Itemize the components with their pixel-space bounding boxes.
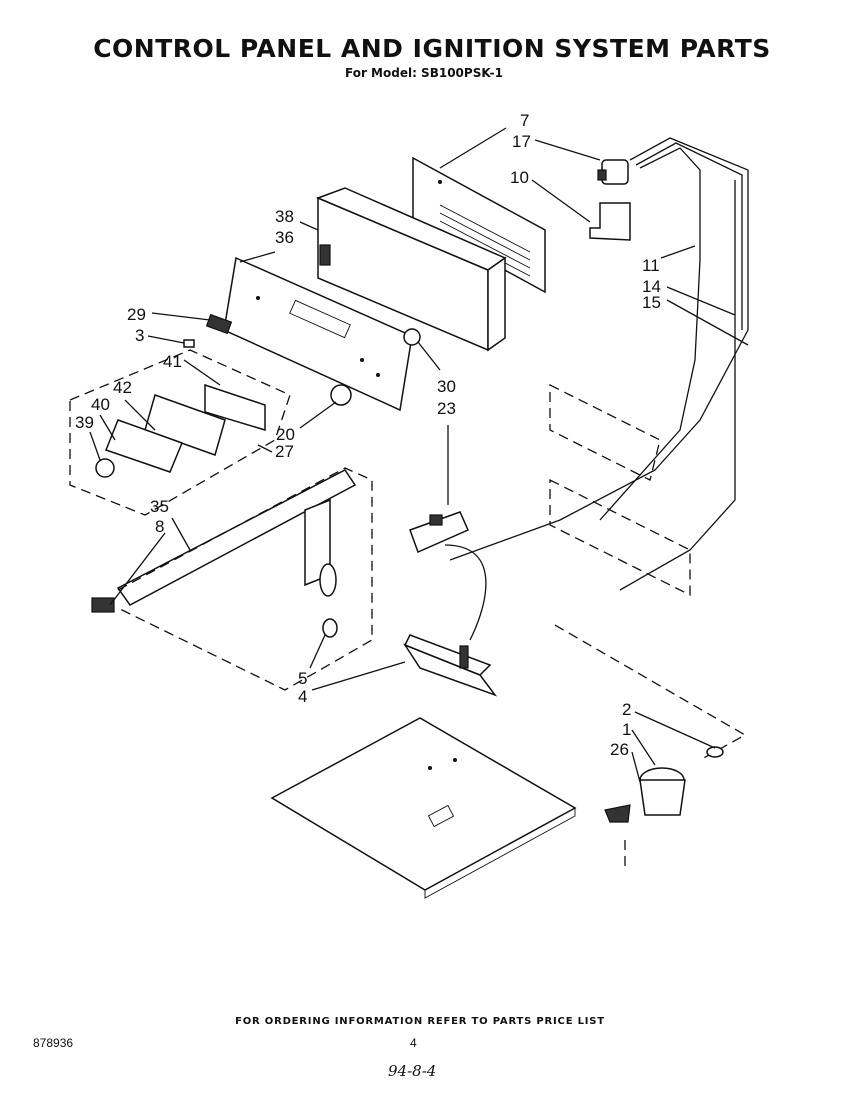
callout-23: 23 <box>437 399 456 418</box>
leader-lines <box>89 127 749 783</box>
callout-26: 26 <box>610 740 629 759</box>
document-number: 878936 <box>33 1036 74 1050</box>
callout-11: 11 <box>642 256 660 275</box>
callout-30: 30 <box>437 377 456 396</box>
callout-41: 41 <box>163 352 182 371</box>
callout-36: 36 <box>275 228 294 247</box>
clock-assembly <box>95 383 266 478</box>
spark-module <box>403 634 498 697</box>
callout-20: 20 <box>276 425 295 444</box>
callout-7: 7 <box>520 111 529 130</box>
callout-3: 3 <box>135 326 144 345</box>
mounting-bracket <box>589 202 631 241</box>
clock-group-outline <box>69 349 291 516</box>
control-panel-front <box>223 256 413 412</box>
control-knob <box>330 328 421 406</box>
callout-29: 29 <box>127 305 146 324</box>
ignitor <box>409 511 469 554</box>
callout-1: 1 <box>622 720 631 739</box>
callout-labels: 7 17 10 11 14 15 38 36 29 3 41 42 40 39 … <box>75 111 661 759</box>
wire-harness <box>449 137 749 591</box>
callout-5: 5 <box>298 669 307 688</box>
callout-4: 4 <box>298 687 307 706</box>
callout-39: 39 <box>75 413 94 432</box>
side-panel-outline <box>549 383 661 481</box>
callout-14: 14 <box>642 277 661 296</box>
callout-38: 38 <box>275 207 294 226</box>
callout-42: 42 <box>113 378 132 397</box>
callout-17: 17 <box>512 132 531 151</box>
callout-15: 15 <box>642 293 661 312</box>
control-panel-housing <box>315 187 507 352</box>
callout-40: 40 <box>91 395 110 414</box>
ordering-note: FOR ORDERING INFORMATION REFER TO PARTS … <box>235 1016 605 1027</box>
base-link-line <box>554 624 747 761</box>
spark-wire <box>444 544 487 641</box>
callout-10: 10 <box>510 168 529 187</box>
model-subtitle: For Model: SB100PSK-1 <box>345 66 503 80</box>
callout-8: 8 <box>155 517 164 536</box>
ignitor-bracket <box>91 469 357 638</box>
callout-27: 27 <box>275 442 294 461</box>
switch-component <box>597 159 629 185</box>
page-number: 4 <box>410 1036 417 1050</box>
burner-box-outline <box>117 467 373 691</box>
base-panel <box>270 717 577 899</box>
side-panel-outline-2 <box>549 478 691 597</box>
gas-valve <box>604 746 724 823</box>
handwritten-date: 94-8-4 <box>388 1062 437 1080</box>
callout-35: 35 <box>150 497 169 516</box>
page-title: CONTROL PANEL AND IGNITION SYSTEM PARTS <box>93 34 771 63</box>
callout-2: 2 <box>622 700 631 719</box>
